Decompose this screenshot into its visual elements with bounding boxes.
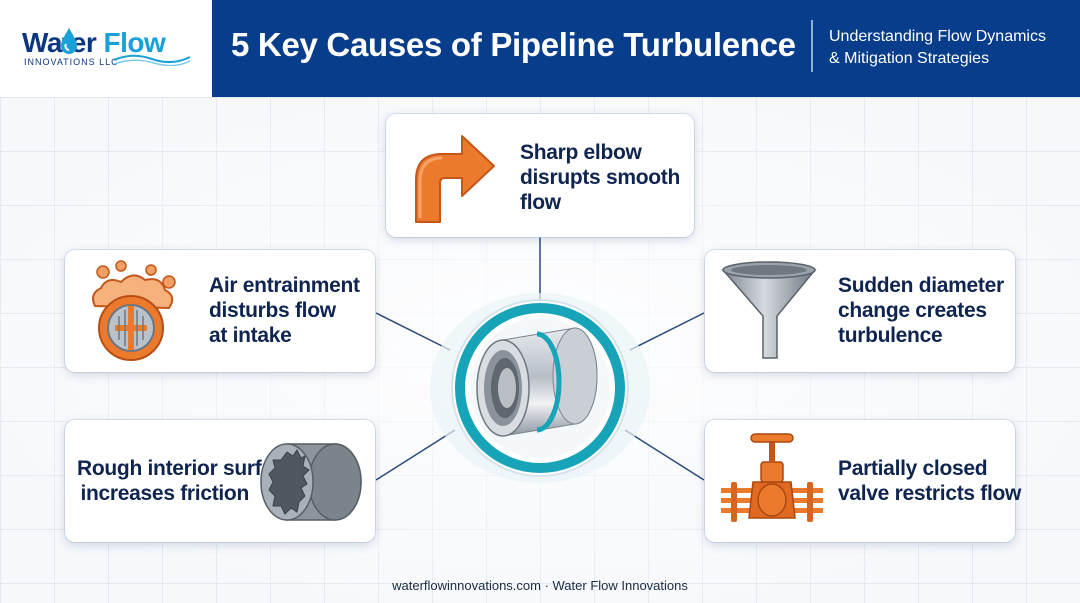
logo-word-flow: Flow xyxy=(103,27,166,58)
page-title: 5 Key Causes of Pipeline Turbulence xyxy=(231,26,796,63)
pipe-coupling-icon xyxy=(430,293,650,483)
cause-card-rough: Rough interior surface increases frictio… xyxy=(65,420,375,542)
cause-line: Rough interior surface xyxy=(77,457,296,480)
logo-word-water: Water xyxy=(22,27,97,58)
logo-panel: Water Flow INNOVATIONS LLC xyxy=(0,0,212,97)
cause-card-air: Air entrainment disturbs flow at intake xyxy=(65,250,375,372)
cause-line: Sudden diameter xyxy=(838,274,1004,297)
cause-card-diameter: Sudden diameter change creates turbulenc… xyxy=(705,250,1015,372)
cause-line: change creates xyxy=(838,299,987,322)
cause-card-valve: Partially closed valve restricts flow xyxy=(705,420,1021,542)
funnel-icon xyxy=(721,261,817,359)
cause-line: valve restricts flow xyxy=(838,482,1022,505)
cause-line: Partially closed xyxy=(838,457,988,480)
page-subtitle: Understanding Flow Dynamics & Mitigation… xyxy=(829,26,1046,70)
wave-icon xyxy=(113,54,191,66)
cause-line: at intake xyxy=(209,324,292,347)
cause-text-valve: Partially closed valve restricts flow xyxy=(838,456,1021,506)
cause-text-air: Air entrainment disturbs flow at intake xyxy=(209,273,360,348)
company-logo: Water Flow xyxy=(22,27,166,59)
cause-line: increases friction xyxy=(80,482,249,505)
subtitle-line-2: & Mitigation Strategies xyxy=(829,50,990,67)
cause-text-diameter: Sudden diameter change creates turbulenc… xyxy=(838,273,1004,348)
gate-valve-icon xyxy=(721,433,823,522)
cause-text-rough: Rough interior surface increases frictio… xyxy=(77,456,296,506)
header-bar xyxy=(212,0,1080,97)
logo-subline: INNOVATIONS LLC xyxy=(24,57,119,67)
subtitle-line-1: Understanding Flow Dynamics xyxy=(829,28,1046,45)
air-bubbles-grate-icon xyxy=(92,260,176,361)
water-drop-icon xyxy=(61,28,77,54)
title-divider xyxy=(811,20,813,72)
footer-text: waterflowinnovations.com · Water Flow In… xyxy=(392,578,688,593)
cause-card-elbow: Sharp elbow disrupts smooth flow xyxy=(386,114,694,237)
rough-pipe-icon xyxy=(260,443,362,521)
cause-line: turbulence xyxy=(838,324,943,347)
elbow-arrow-icon xyxy=(415,135,495,223)
cause-text-elbow: Sharp elbow disrupts smooth flow xyxy=(520,140,680,215)
cause-line: flow xyxy=(520,191,561,214)
cause-line: Air entrainment xyxy=(209,274,360,297)
cause-line: Sharp elbow xyxy=(520,141,642,164)
cause-line: disrupts smooth xyxy=(520,166,681,189)
cause-line: disturbs flow xyxy=(209,299,336,322)
